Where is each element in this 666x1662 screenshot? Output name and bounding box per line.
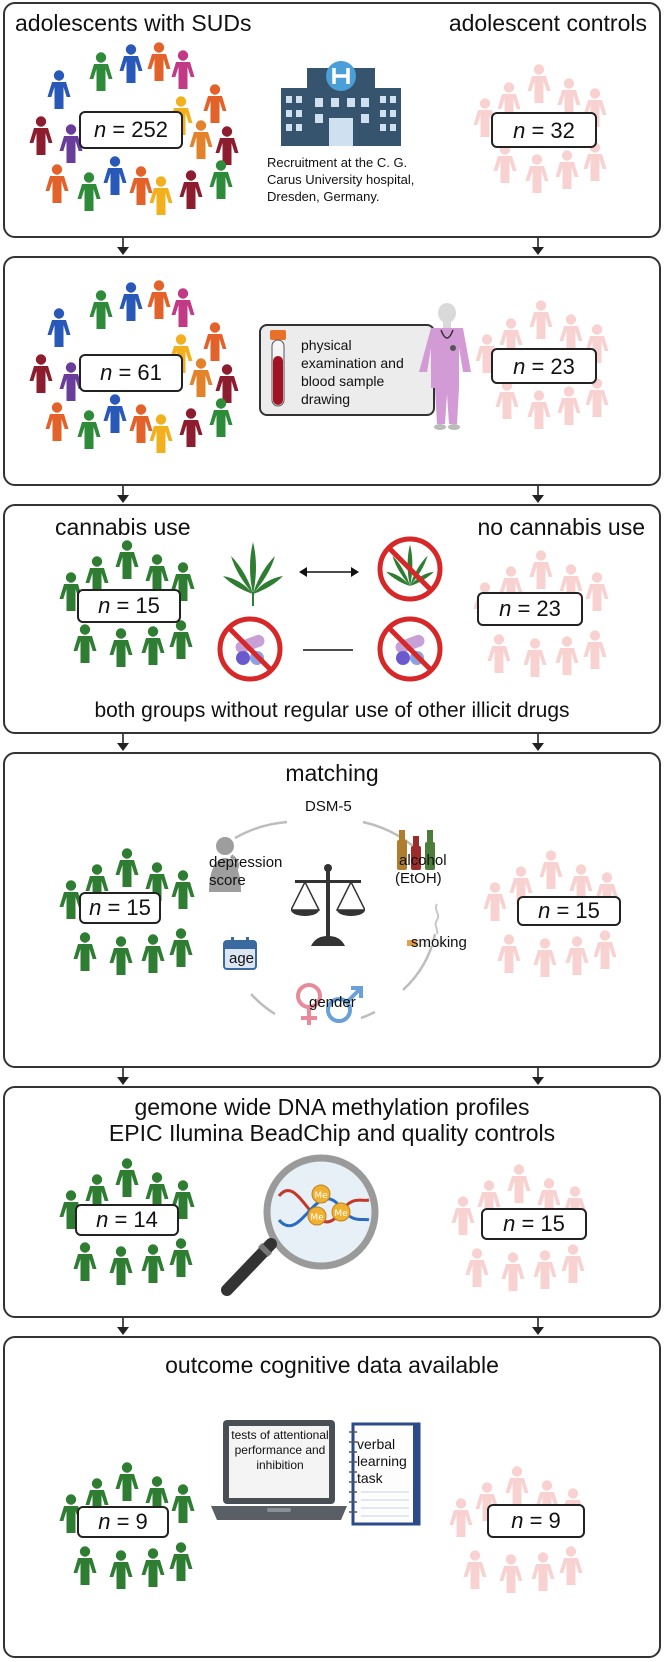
cannabis-leaf-icon xyxy=(223,542,283,606)
alcohol-label-line1: alcohol xyxy=(399,852,447,869)
panel-cognitive-data: outcome cognitive data available n = 9 t… xyxy=(3,1336,661,1658)
n-box-suds-examined: n = 61 xyxy=(79,354,183,392)
cannabis-use-title: cannabis use xyxy=(55,514,191,540)
arrow-down-icon xyxy=(532,1068,544,1085)
notebook-icon xyxy=(349,1422,421,1526)
laptop-icon xyxy=(211,1420,347,1520)
n-value: 15 xyxy=(540,1211,565,1236)
n-value: 15 xyxy=(575,898,600,923)
n-box-suds: n = 252 xyxy=(79,111,183,149)
alcohol-bottles-icon xyxy=(397,830,435,870)
depression-label-line2: score xyxy=(209,872,246,889)
arrow-down-icon xyxy=(117,238,129,255)
cognitive-title: outcome cognitive data available xyxy=(165,1352,499,1378)
matching-title: matching xyxy=(285,760,379,786)
n-box-controls-methylation: n = 15 xyxy=(481,1208,587,1240)
panel-matching: matching n = 15 DSM-5 depression score xyxy=(3,752,661,1068)
n-value: 23 xyxy=(550,354,575,379)
n-value: 9 xyxy=(548,1508,561,1533)
magnifier-dna-icon: Me Me Me xyxy=(221,1154,379,1296)
exam-text: physical examination and blood sample dr… xyxy=(301,337,404,407)
n-box-controls: n = 32 xyxy=(491,112,597,148)
age-label: age xyxy=(229,950,255,967)
arrow-down-icon xyxy=(532,486,544,503)
methylation-title-line1: gemone wide DNA methylation profiles xyxy=(134,1094,530,1120)
blood-tube-icon xyxy=(270,330,286,407)
recruitment-text: Recruitment at the C. G. Carus Universit… xyxy=(267,155,415,204)
calendar-icon xyxy=(223,937,257,970)
no-cannabis-icon xyxy=(377,536,443,602)
smoking-label: smoking xyxy=(411,934,467,951)
attention-tests-text: tests of attentional performance and inh… xyxy=(231,1428,329,1472)
double-arrow-icon xyxy=(299,567,359,577)
no-pills-icon xyxy=(377,616,443,682)
n-value: 14 xyxy=(133,1207,158,1232)
methylation-title-line2: EPIC Ilumina BeadChip and quality contro… xyxy=(108,1120,556,1146)
adolescent-controls-title: adolescent controls xyxy=(448,10,647,36)
no-cannabis-use-title: no cannabis use xyxy=(477,514,645,540)
depression-person-icon xyxy=(209,837,241,892)
n-value: 23 xyxy=(536,596,561,621)
hospital-icon xyxy=(281,61,401,146)
n-box-cannabis-methylation: n = 14 xyxy=(75,1204,179,1236)
n-box-controls-matched: n = 15 xyxy=(517,896,621,926)
n-value: 15 xyxy=(126,895,151,920)
arrow-down-icon xyxy=(117,734,129,751)
balance-scale-icon xyxy=(291,864,365,946)
n-value: 15 xyxy=(135,593,160,618)
arrow-down-icon xyxy=(532,238,544,255)
cigarette-icon xyxy=(407,903,444,947)
verbal-learning-text: verbal learning task xyxy=(357,1436,407,1486)
n-box-cannabis-matched: n = 15 xyxy=(79,892,161,924)
n-value: 61 xyxy=(137,360,162,385)
n-box-no-cannabis: n = 23 xyxy=(477,592,583,626)
me-label: Me xyxy=(310,1213,324,1223)
gender-label: gender xyxy=(309,994,356,1011)
n-box-cannabis-cognitive: n = 9 xyxy=(77,1506,169,1538)
dash-line xyxy=(303,649,353,651)
arrow-down-icon xyxy=(532,1318,544,1335)
depression-label-line1: depression xyxy=(209,854,283,871)
me-label: Me xyxy=(334,1209,348,1219)
arrow-down-icon xyxy=(117,486,129,503)
panel-cannabis-groups: cannabis use no cannabis use n = 15 xyxy=(3,504,661,734)
n-value: 9 xyxy=(135,1509,148,1534)
no-pills-icon xyxy=(217,616,283,682)
dsm5-label: DSM-5 xyxy=(305,798,352,815)
me-label: Me xyxy=(314,1191,328,1201)
n-box-cannabis: n = 15 xyxy=(77,589,181,623)
doctor-icon xyxy=(419,303,471,430)
alcohol-label-line2: (EtOH) xyxy=(395,870,442,887)
panel-recruitment: adolescents with SUDs adolescent control… xyxy=(3,2,661,238)
gender-icon xyxy=(296,983,363,1025)
exam-callout xyxy=(259,324,435,416)
arrow-down-icon xyxy=(532,734,544,751)
arrow-down-icon xyxy=(117,1318,129,1335)
n-box-controls-examined: n = 23 xyxy=(491,348,597,384)
n-value: 252 xyxy=(131,117,169,142)
panel-examination: n = 61 physical examination and blood sa… xyxy=(3,256,661,486)
n-value: 32 xyxy=(550,118,575,143)
panel-methylation: gemone wide DNA methylation profiles EPI… xyxy=(3,1086,661,1318)
no-other-drugs-note: both groups without regular use of other… xyxy=(94,699,570,722)
arrow-down-icon xyxy=(117,1068,129,1085)
n-box-controls-cognitive: n = 9 xyxy=(487,1504,585,1538)
matching-circle xyxy=(234,820,437,1020)
adolescents-with-suds-title: adolescents with SUDs xyxy=(15,10,252,36)
